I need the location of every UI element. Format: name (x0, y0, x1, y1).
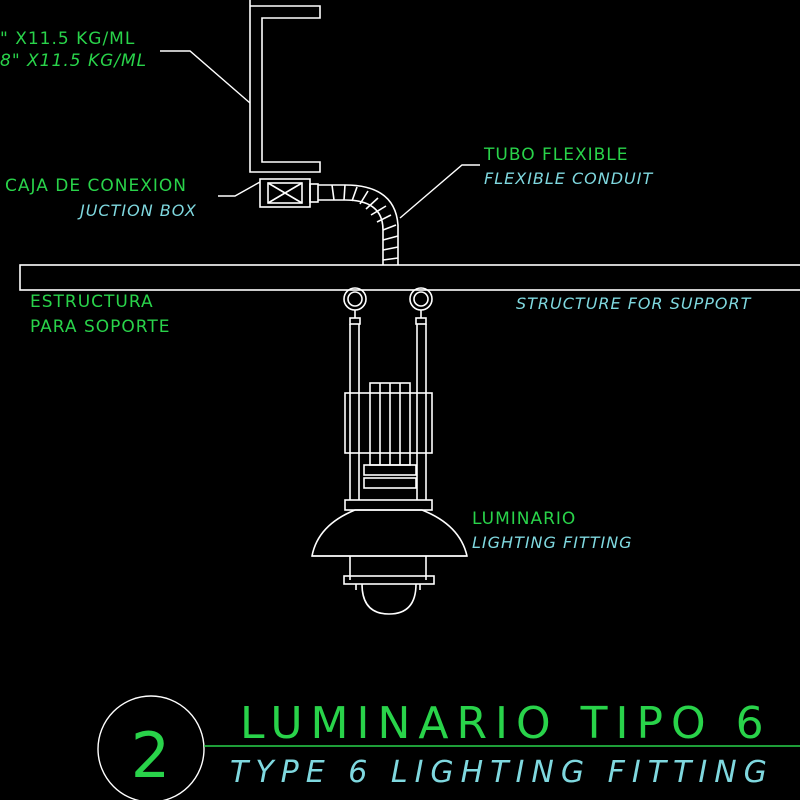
c-channel-beam (249, 0, 321, 173)
flexible-conduit (318, 184, 399, 265)
structure-label-es-1: ESTRUCTURA (30, 292, 154, 312)
title-sub: TYPE 6 LIGHTING FITTING (230, 755, 774, 790)
beam-spec-label-2: 8" X11.5 KG/ML (0, 51, 147, 71)
luminaire (311, 287, 469, 615)
title-number: 2 (131, 719, 171, 792)
beam-spec-label-1: " X11.5 KG/ML (0, 29, 135, 49)
flexible-conduit-leader-line (399, 164, 480, 219)
support-structure (19, 264, 800, 291)
structure-label-es-2: PARA SOPORTE (30, 317, 170, 337)
junction-box-leader-line (218, 181, 261, 197)
structure-label-en: STRUCTURE FOR SUPPORT (516, 294, 752, 313)
title-main: LUMINARIO TIPO 6 (240, 698, 772, 749)
junction-box-label-en: JUCTION BOX (77, 201, 197, 220)
luminaire-label-es: LUMINARIO (472, 509, 576, 529)
luminaire-label-en: LIGHTING FITTING (472, 533, 633, 552)
flexible-conduit-label-es: TUBO FLEXIBLE (483, 145, 629, 165)
beam-leader-line (160, 50, 251, 104)
title-number-circle (97, 695, 205, 800)
flexible-conduit-label-en: FLEXIBLE CONDUIT (484, 169, 653, 188)
junction-box-label-es: CAJA DE CONEXION (5, 176, 187, 196)
junction-box (259, 178, 319, 208)
